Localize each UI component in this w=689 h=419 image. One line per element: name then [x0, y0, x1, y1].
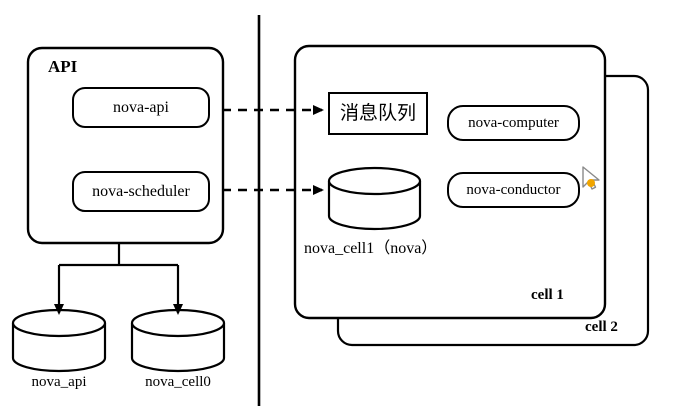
nova-conductor-node[interactable] — [447, 172, 580, 208]
cell2-label: cell 2 — [585, 319, 618, 335]
nova-cell0-database-cylinder[interactable] — [130, 308, 226, 373]
cell1-label: cell 1 — [531, 287, 564, 303]
nova-scheduler-node[interactable] — [72, 171, 210, 212]
nova-scheduler-label: nova-scheduler — [92, 182, 190, 200]
nova-api-database-label: nova_api — [31, 373, 87, 390]
nova-api-label: nova-api — [113, 98, 169, 116]
api-group-label: API — [48, 57, 78, 76]
nova-cell0-database-label: nova_cell0 — [145, 373, 211, 390]
nova-conductor-label: nova-conductor — [466, 181, 561, 198]
message-queue-label: 消息队列 — [339, 102, 416, 124]
api-group-box[interactable] — [26, 46, 225, 245]
nova-api-node[interactable] — [72, 87, 210, 128]
nova-cell1-database-cylinder[interactable] — [327, 166, 422, 231]
connector-api-to-databases — [54, 243, 183, 315]
message-queue-box[interactable] — [328, 92, 428, 135]
nova-api-database-cylinder[interactable] — [11, 308, 107, 373]
nova-computer-label: nova-computer — [468, 114, 559, 131]
mouse-pointer-icon — [582, 166, 600, 190]
nova-cell1-database-label: nova_cell1（nova） — [304, 240, 438, 257]
nova-computer-node[interactable] — [447, 105, 580, 141]
